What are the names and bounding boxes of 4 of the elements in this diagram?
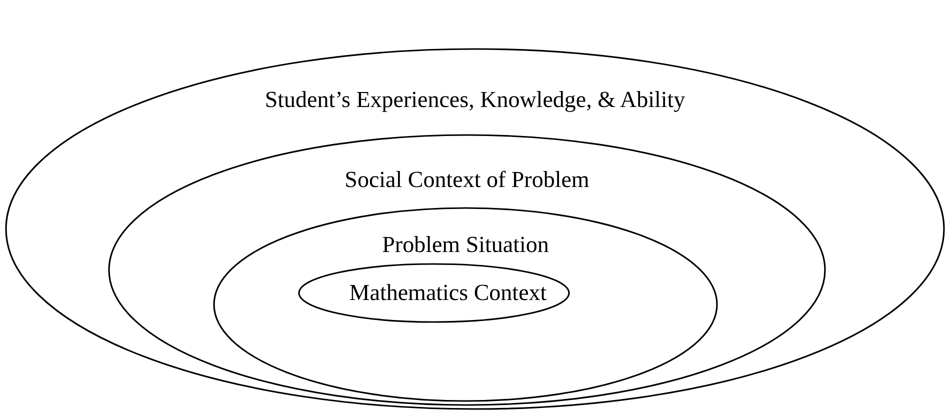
layer-label: Student’s Experiences, Knowledge, & Ability [264, 86, 686, 114]
layer-label: Mathematics Context [349, 279, 547, 307]
layer-label: Social Context of Problem [344, 166, 590, 194]
layer-label: Problem Situation [382, 231, 549, 259]
